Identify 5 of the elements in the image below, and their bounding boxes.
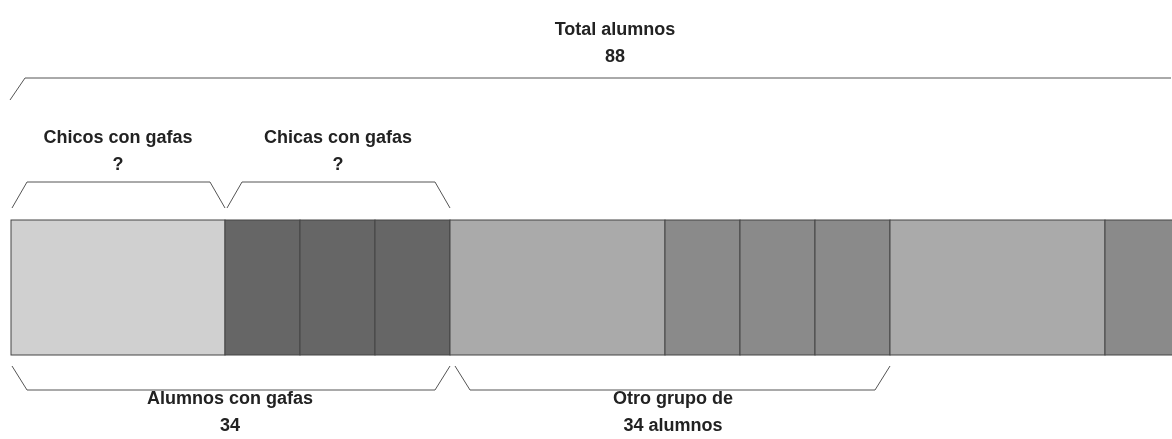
bracket-label: Total alumnos 88 [553, 18, 677, 68]
bracket-label: Chicas con gafas ? [262, 126, 414, 176]
bracket-label: Otro grupo de 34 alumnos [612, 387, 734, 437]
bracket-label: Chicos con gafas ? [42, 126, 194, 176]
bracket-label: Alumnos con gafas 34 [146, 387, 314, 437]
